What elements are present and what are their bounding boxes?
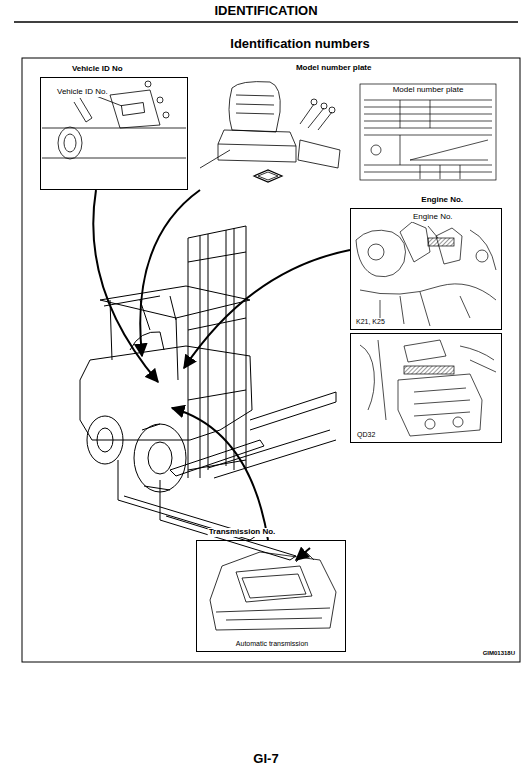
plate-sketch <box>360 84 496 180</box>
panel-heading: Vehicle ID No <box>71 65 124 74</box>
engine-sketch <box>356 222 496 326</box>
panel-heading: Model number plate <box>295 64 373 73</box>
illustration-panel: Transmission No.Automatic transmission <box>196 540 346 652</box>
illustration-panel: Engine No. <box>350 208 502 330</box>
page-number: GI-7 <box>252 752 279 766</box>
section-heading: Identification numbers <box>229 37 370 51</box>
panel-caption: Automatic transmission <box>235 640 309 648</box>
seat-sketch <box>200 82 340 182</box>
panel-heading: QD32 <box>356 431 376 439</box>
outer-frame <box>22 58 520 662</box>
leader-arrows <box>93 190 350 540</box>
panel-heading: Transmission No. <box>208 528 277 537</box>
forklift-body <box>80 226 336 560</box>
frame-sketch <box>42 81 186 159</box>
plate-title: Model number plate <box>392 86 465 95</box>
transmission-sketch <box>210 548 336 630</box>
figure-code: GIM01318U <box>482 650 516 657</box>
illustration-panel: QD32 <box>350 333 502 443</box>
engine-model: K21, K25 <box>355 318 386 326</box>
part-callout: Vehicle ID No. <box>56 88 109 97</box>
part-callout: Engine No. <box>412 213 454 222</box>
page-header: IDENTIFICATION <box>213 4 318 18</box>
panel-heading: Engine No. <box>420 196 464 205</box>
qd32-engine-sketch <box>360 340 496 436</box>
header-rule <box>14 21 518 23</box>
